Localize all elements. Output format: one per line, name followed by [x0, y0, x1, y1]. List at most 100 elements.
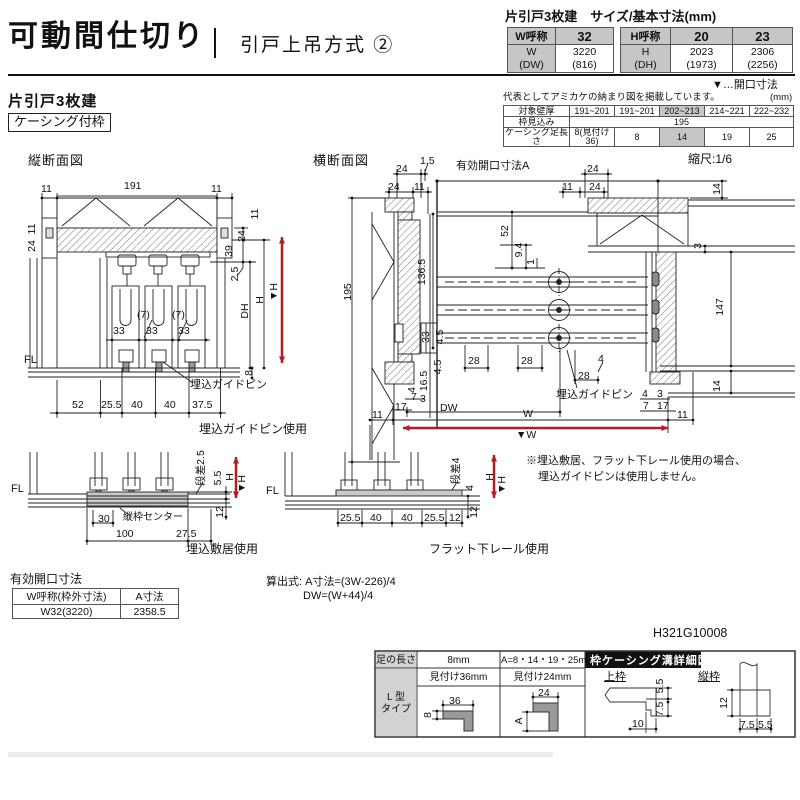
dim-label: 12: [214, 506, 226, 518]
wall-cell: 19: [704, 127, 750, 147]
top-frame-label: 上枠: [604, 671, 626, 683]
wall-row2-label: 枠見込み: [503, 116, 570, 128]
wall-cell: 191~201: [614, 105, 660, 117]
opening-dim-note: ▼…開口寸法: [712, 79, 778, 91]
dim-label: 28: [578, 370, 590, 382]
wall-cell: 8(見付け36): [569, 127, 615, 147]
detail-col2-header: 8mm: [447, 655, 470, 666]
formula-line1: 算出式: A寸法=(3W-226)/4: [266, 576, 396, 588]
dim-label: 段差4: [450, 457, 462, 485]
opening-w-value: W32(3220): [12, 604, 121, 619]
dim-label: 25.5: [101, 399, 122, 411]
dim-label: ▼H: [236, 475, 248, 493]
wall-thickness-table: 対象壁厚 191~201 191~201 202~213 214~221 222…: [503, 105, 794, 147]
dim-label: 3: [420, 393, 426, 405]
detail-col3-header: A=8・14・19・25mm: [501, 655, 595, 666]
dim-label: 40: [401, 512, 413, 524]
dim-label: 33: [420, 331, 432, 343]
dim-label: 8: [243, 370, 255, 376]
opening-table: W呼称(枠外寸法) A寸法 W32(3220) 2358.5: [12, 588, 179, 619]
horizontal-section-ticks: [350, 172, 733, 464]
size-table-title: 片引戸3枚建 サイズ/基本寸法(mm): [505, 9, 717, 24]
wall-table-unit: (mm): [770, 92, 793, 103]
dim-label: 28: [521, 355, 533, 367]
dim-label: 4.5: [434, 329, 446, 345]
detail-panel-title: 枠ケーシング溝詳細図: [590, 655, 710, 667]
wall-cell: 8: [614, 127, 660, 147]
wall-cell-highlight: 14: [659, 127, 705, 147]
dim-label: 4: [598, 353, 604, 365]
dim-label: 24: [396, 163, 408, 175]
dim-label: 12: [449, 512, 461, 524]
dim-label: 1: [525, 259, 537, 265]
sunken-sill-ticks: [85, 490, 228, 543]
dim-label: 24: [26, 240, 38, 252]
dim-label: 195: [342, 283, 354, 301]
dim-label: 24: [388, 181, 400, 193]
dim-label: 12: [468, 506, 480, 518]
detail-col1-header: 足の長さ: [376, 655, 416, 666]
wall-row3-label: ケーシング足長さ: [503, 127, 570, 147]
page-rules: [8, 74, 795, 757]
dim-label: 40: [370, 512, 382, 524]
pin-use-label: 埋込ガイドピン使用: [199, 422, 308, 436]
dim-label: 4.5: [432, 359, 444, 375]
dim-label: (7): [137, 309, 150, 321]
dim-label: 25.5: [340, 512, 361, 524]
size-h-value-header-23: 23: [732, 27, 793, 45]
horizontal-section-linework: [348, 162, 795, 463]
dim-label: 11: [372, 409, 383, 421]
size-w-value: 3220(816): [555, 44, 614, 73]
dim-label: 11: [41, 183, 52, 195]
formula-line2: DW=(W+44)/4: [303, 590, 374, 602]
dim-label: 24: [236, 230, 248, 242]
usage-note-line1: ※埋込敷居、フラット下レール使用の場合、: [526, 455, 746, 467]
dim-label: 3: [657, 388, 663, 400]
dim-label: 17: [657, 400, 669, 412]
frame-type-badge: ケーシング付枠: [8, 113, 111, 132]
wall-cell: 191~201: [569, 105, 615, 117]
fl-label: FL: [266, 485, 279, 497]
dim-label: 136.5: [416, 258, 428, 286]
dim-label: 33: [178, 325, 190, 337]
usage-note-line2: 埋込ガイドピンは使用しません。: [538, 471, 703, 483]
dim-label: 11: [562, 181, 573, 193]
dim-label: 25.5: [424, 512, 445, 524]
size-h-value-header-20: 20: [670, 27, 733, 45]
fl-label: FL: [11, 483, 24, 495]
dim-label: 27.5: [176, 528, 197, 540]
dim-label: 33: [146, 325, 158, 337]
dim-label: DW: [440, 402, 458, 414]
dim-label: 3: [692, 243, 704, 249]
casing-detail-panel-linework: [374, 650, 796, 738]
dim-label: 24: [538, 687, 550, 699]
wall-cell: 222~232: [749, 105, 794, 117]
dim-label: 8: [422, 712, 434, 718]
pin-label: 埋込ガイドピン: [556, 389, 633, 401]
size-w-value-header: 32: [555, 27, 614, 45]
dim-label: 7: [643, 400, 649, 412]
page-title: 可動間仕切り: [8, 20, 206, 53]
dim-label: DH: [239, 303, 251, 319]
opening-a-label: 有効開口寸法A: [456, 160, 530, 172]
wall-table-caption: 代表としてアミカケの納まり図を掲載しています。: [503, 92, 720, 103]
page-subtitle: 引戸上吊方式 ②: [240, 35, 395, 56]
size-table-h: H呼称 20 23 H(DH) 2023(1973) 2306(2256): [620, 27, 793, 73]
dim-label: 52: [499, 225, 511, 237]
dim-label: 4: [642, 388, 648, 400]
dim-label: 7.5: [740, 719, 755, 731]
dim-label: 37.5: [192, 399, 213, 411]
wall-row1-label: 対象壁厚: [503, 105, 570, 117]
scale-label: 縮尺:1/6: [688, 152, 733, 166]
dim-label: 1.5: [420, 155, 435, 167]
dim-label: 11: [677, 409, 688, 421]
detail-ltype-label: L 型 タイプ: [381, 692, 411, 715]
wall-cell: 25: [749, 127, 794, 147]
horizontal-section-title: 横断面図: [313, 153, 370, 168]
side-frame-label: 縦枠: [698, 671, 720, 683]
dim-label: 30: [98, 513, 110, 525]
dim-label: ▼H: [496, 476, 508, 494]
vertical-section-ticks: [40, 196, 266, 415]
dim-label: (7): [172, 309, 185, 321]
